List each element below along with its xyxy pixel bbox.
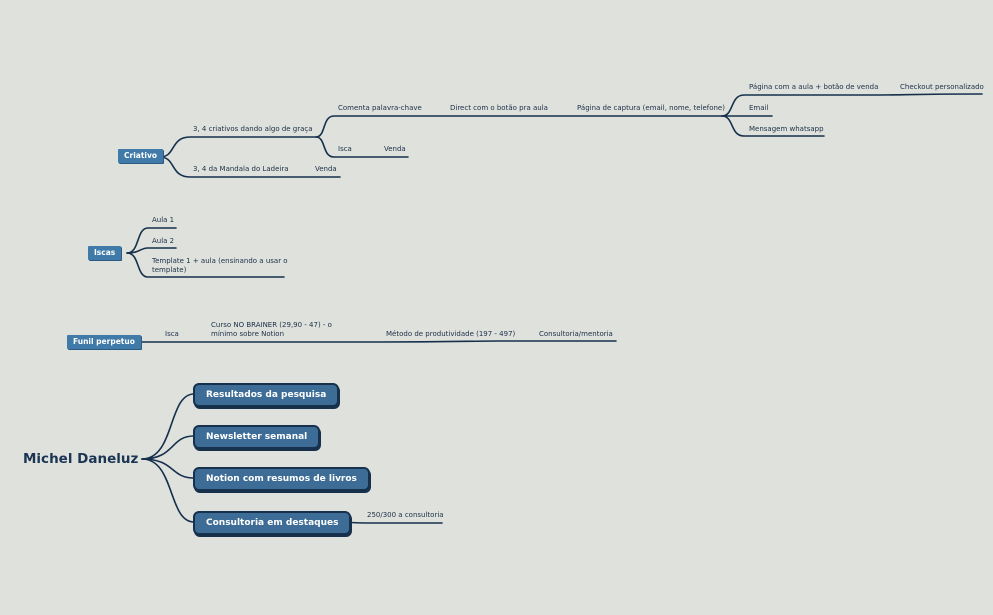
funil-isca-label[interactable]: Isca [165,330,179,338]
connector [721,115,825,137]
curso-no-brainer-label[interactable]: Curso NO BRAINER (29,90 - 47) - o mínimo… [211,321,332,338]
connector [126,252,285,278]
topic-resultados-pesquisa[interactable]: Resultados da pesquisa [193,383,340,407]
criativos-gratis-label[interactable]: 3, 4 criativos dando algo de graça [193,125,313,133]
connector [141,393,195,460]
connector [721,93,983,117]
connector [335,521,443,524]
consultoria-note-label[interactable]: 250/300 a consultoria [367,511,444,519]
mandala-ladeira-label[interactable]: 3, 4 da Mandala do Ladeira [193,165,289,173]
direct-botao-aula-label[interactable]: Direct com o botão pra aula [450,104,548,112]
comenta-palavra-chave-label[interactable]: Comenta palavra-chave [338,104,422,112]
connector [141,435,195,460]
venda-label-2[interactable]: Venda [315,165,337,173]
connector [132,340,617,343]
pagina-captura-label[interactable]: Página de captura (email, nome, telefone… [577,104,725,112]
checkout-personalizado-label[interactable]: Checkout personalizado [900,83,984,91]
connector [315,136,409,158]
metodo-produtividade-label[interactable]: Método de produtividade (197 - 497) [386,330,516,338]
criativo-tag[interactable]: Criativo [118,149,164,163]
iscas-tag[interactable]: Iscas [88,246,122,260]
consultoria-mentoria-label[interactable]: Consultoria/mentoria [539,330,613,338]
pagina-aula-venda-label[interactable]: Página com a aula + botão de venda [749,83,879,91]
connector [315,115,723,138]
aula-1-label[interactable]: Aula 1 [152,216,175,224]
topic-consultoria-destaques[interactable]: Consultoria em destaques [193,511,352,535]
aula-2-label[interactable]: Aula 2 [152,237,175,245]
connector [126,247,177,254]
funil-perpetuo-tag[interactable]: Funil perpetuo [67,335,141,349]
venda-label[interactable]: Venda [384,145,406,153]
connector [159,156,341,178]
connector [141,458,195,479]
email-label[interactable]: Email [749,104,769,112]
root-topic[interactable]: Michel Daneluz [23,451,139,467]
isca-label[interactable]: Isca [338,145,352,153]
template-aula-label[interactable]: Template 1 + aula (ensinando a usar o te… [152,257,288,274]
topic-notion-resumos[interactable]: Notion com resumos de livros [193,467,370,491]
connector [141,458,195,523]
connector [159,136,317,158]
topic-newsletter-semanal[interactable]: Newsletter semanal [193,425,321,449]
mensagem-whatsapp-label[interactable]: Mensagem whatsapp [749,125,824,133]
